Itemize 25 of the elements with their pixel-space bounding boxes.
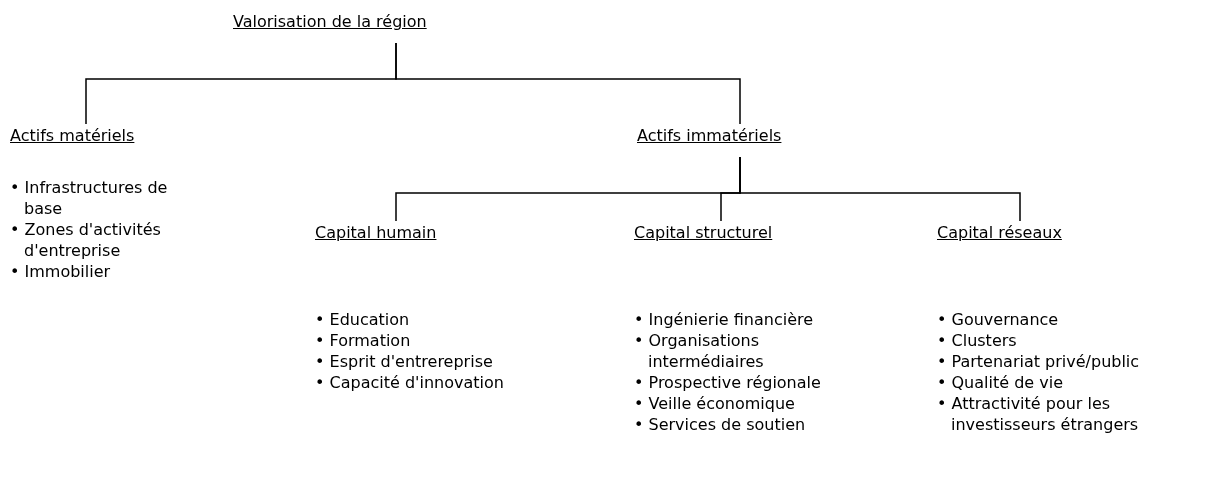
heading: Actifs matériels — [10, 126, 135, 145]
connector-line — [395, 42, 741, 125]
heading: Valorisation de la région — [233, 12, 427, 31]
bullet-item: • Ingénierie financière — [634, 309, 815, 330]
bullet-item: • Attractivité pour les investisseurs étrangers — [937, 393, 1140, 435]
heading: Actifs immatériels — [637, 126, 782, 145]
bullet-item: • Veille économique — [634, 393, 796, 414]
heading: Capital humain — [315, 223, 437, 242]
bullet-item: • Zones d'activités d'entreprise — [10, 219, 162, 261]
bullet-item: • Prospective régionale — [634, 372, 822, 393]
bullet-item: • Organisations intermédiaires — [634, 330, 765, 372]
bullet-item: • Gouvernance — [937, 309, 1060, 330]
bullet-item: • Clusters — [937, 330, 1018, 351]
bullet-item: • Formation — [315, 330, 412, 351]
bullet-item: • Infrastructures de base — [10, 177, 169, 219]
bullet-item: • Services de soutien — [634, 414, 807, 435]
bullet-item: • Education — [315, 309, 411, 330]
bullet-item: • Immobilier — [10, 261, 112, 282]
bullet-item: • Partenariat privé/public — [937, 351, 1141, 372]
bullet-item: • Esprit d'entrereprise — [315, 351, 494, 372]
connector-line — [739, 156, 1021, 222]
bullet-item: • Capacité d'innovation — [315, 372, 505, 393]
heading: Capital structurel — [634, 223, 773, 242]
heading: Capital réseaux — [937, 223, 1062, 242]
bullet-item: • Qualité de vie — [937, 372, 1064, 393]
